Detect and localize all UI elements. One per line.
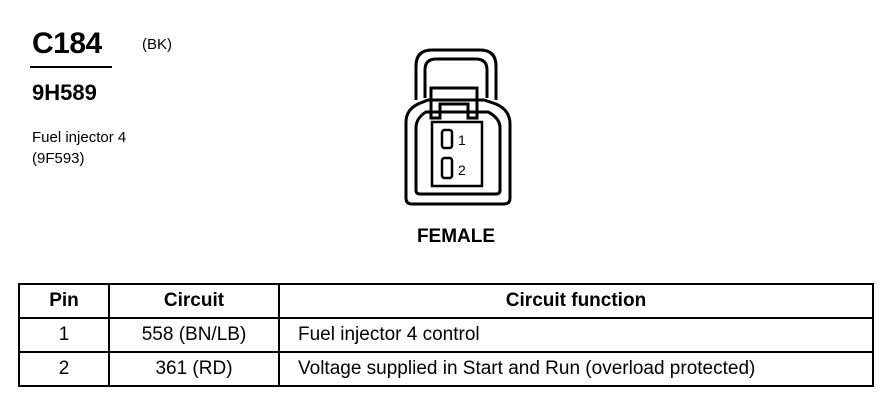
cavity-label-1: 1 — [458, 132, 466, 148]
latch-icon — [429, 86, 479, 120]
part-number: 9H589 — [32, 80, 97, 105]
cavity-label-2: 2 — [458, 162, 466, 178]
connector-id-underline — [30, 66, 112, 68]
table-row: 1 558 (BN/LB) Fuel injector 4 control — [18, 317, 874, 353]
cavity-2-terminal — [440, 156, 454, 180]
table-header-row: Pin Circuit Circuit function — [18, 283, 874, 319]
cell-circuit: 558 (BN/LB) — [108, 317, 280, 353]
cavity-1-terminal — [440, 128, 454, 150]
cell-pin: 1 — [18, 317, 110, 353]
connector-color-code: (BK) — [142, 36, 172, 53]
component-code: (9F593) — [32, 150, 85, 167]
cavity-1 — [430, 120, 484, 188]
header-circuit-function: Circuit function — [278, 283, 874, 319]
header-circuit: Circuit — [108, 283, 280, 319]
component-name: Fuel injector 4 — [32, 129, 127, 146]
cell-circuit: 361 (RD) — [108, 351, 280, 387]
connector-housing-outline — [404, 48, 512, 206]
header-pin: Pin — [18, 283, 110, 319]
pin-assignment-table: Pin Circuit Circuit function 1 558 (BN/L… — [18, 283, 874, 387]
table-row: 2 361 (RD) Voltage supplied in Start and… — [18, 351, 874, 387]
terminal-cavities — [430, 120, 484, 188]
cell-circuit-function: Voltage supplied in Start and Run (overl… — [278, 351, 874, 387]
connector-id: C184 — [32, 27, 102, 60]
cell-pin: 2 — [18, 351, 110, 387]
connector-face-diagram: 1 2 — [404, 48, 512, 206]
cell-circuit-function: Fuel injector 4 control — [278, 317, 874, 353]
connector-gender-label: FEMALE — [416, 226, 496, 247]
